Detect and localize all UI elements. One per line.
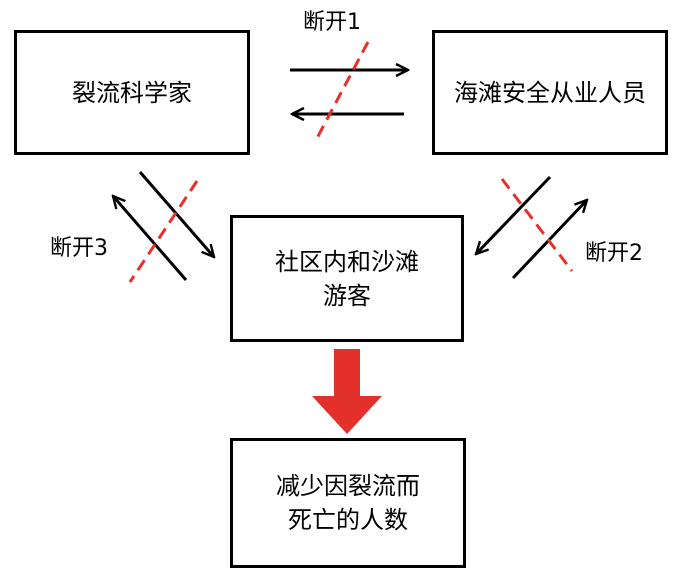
break3-label: 断开3: [50, 236, 108, 261]
outcome-arrow: [312, 349, 382, 434]
break1-dashed-line: [314, 41, 370, 141]
break1-label: 断开1: [303, 10, 361, 35]
node-rip-current-scientists: 裂流科学家: [14, 30, 250, 155]
node-outcome: 减少因裂流而 死亡的人数: [230, 438, 466, 568]
node-community-beach-visitors: 社区内和沙滩 游客: [230, 215, 464, 342]
arrow-community-to-scientists: [113, 196, 188, 281]
break2-dashed-line: [500, 178, 574, 272]
link-scientists-practitioners: [290, 41, 408, 141]
node-label: 海滩安全从业人员: [454, 78, 646, 107]
node-label-line2: 游客: [323, 281, 371, 310]
break2-label: 断开2: [585, 241, 643, 266]
arrow-scientists-to-community: [138, 171, 214, 257]
break3-dashed-line: [128, 180, 199, 283]
node-label: 裂流科学家: [72, 78, 192, 107]
link-scientists-community: [113, 171, 214, 283]
node-label-line1: 社区内和沙滩: [275, 247, 419, 276]
node-beach-safety-practitioners: 海滩安全从业人员: [432, 30, 668, 155]
arrow-practitioners-to-community: [476, 175, 552, 254]
node-label-line2: 死亡的人数: [288, 506, 408, 534]
node-label-line1: 减少因裂流而: [276, 472, 420, 500]
link-practitioners-community: [476, 175, 587, 280]
arrow-community-to-practitioners: [511, 200, 587, 280]
